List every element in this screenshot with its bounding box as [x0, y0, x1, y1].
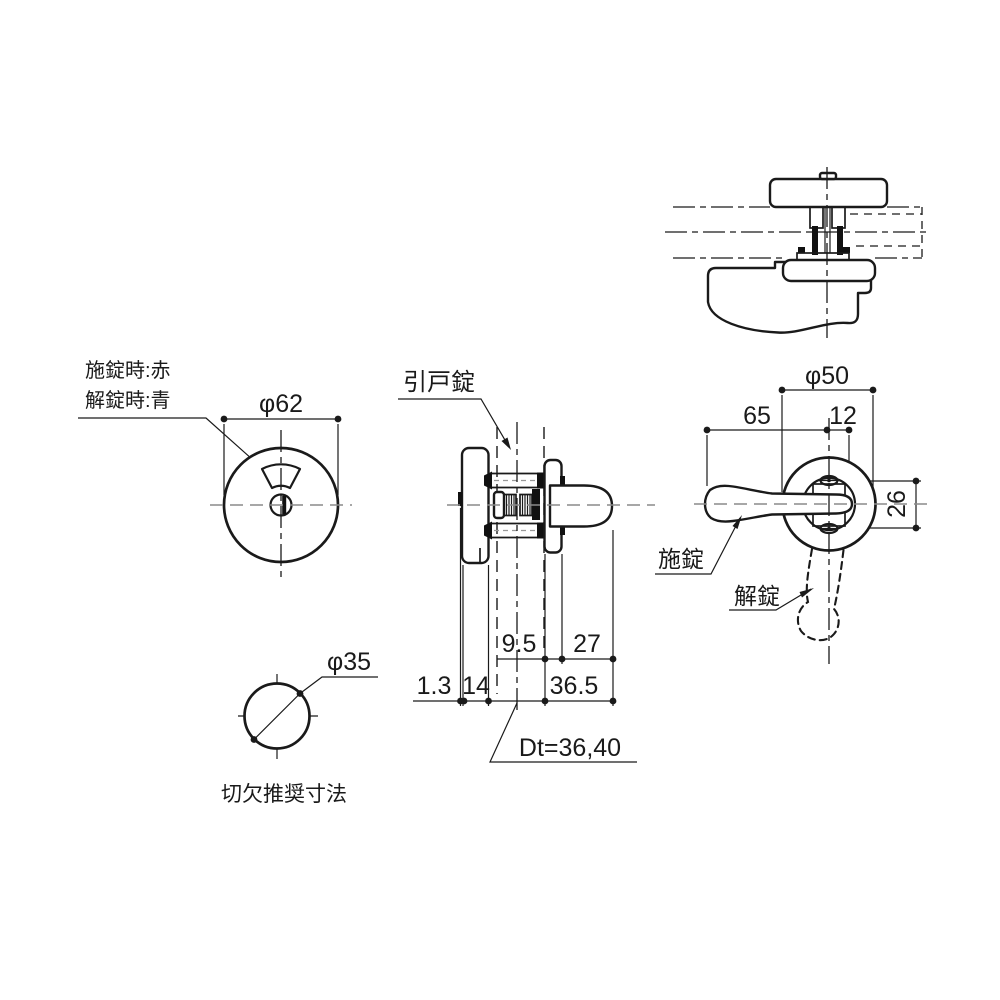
indicator-front-view: 施錠時:赤 解錠時:青 φ62 — [78, 359, 352, 582]
fixing-screw-top — [484, 471, 545, 490]
dim-27-label: 27 — [573, 630, 601, 658]
dim-1-3-label: 1.3 — [417, 672, 452, 700]
dim-phi50-extension-lines — [781, 395, 874, 492]
dim-phi62-extension-lines — [223, 424, 339, 495]
spindle-flange — [796, 252, 850, 261]
dim-dot — [609, 697, 617, 705]
dim-phi62-label: φ62 — [259, 390, 303, 418]
dim-dot — [460, 697, 468, 705]
label-unlocked-arrow — [799, 588, 814, 598]
dim-dot — [845, 426, 853, 434]
indicator-window-bump — [818, 171, 838, 181]
hub-nub-top — [560, 476, 565, 485]
dim-dot — [541, 697, 549, 705]
door-thickness-leader — [489, 702, 637, 763]
dim-dot — [778, 386, 786, 394]
rose-top-outline — [781, 258, 877, 283]
dim-14-label: 14 — [462, 672, 490, 700]
dim-dot — [558, 655, 566, 663]
part-label-arrow — [501, 437, 511, 450]
dim-36-5-label: 36.5 — [550, 672, 599, 700]
indicator-plate-top-outline — [768, 177, 889, 209]
dim-dot — [250, 736, 258, 743]
dim-door-thickness-label: Dt=36,40 — [519, 734, 621, 762]
indicator-window-side — [458, 492, 463, 506]
screw-shaft-right — [837, 226, 843, 255]
dim-dot — [869, 386, 877, 394]
diameter-line — [253, 693, 301, 740]
dim-phi35-leader — [299, 676, 378, 694]
lever-front-view: φ50 65 12 26 — [655, 362, 929, 664]
flange-nub-right — [843, 247, 850, 253]
note-unlocked-blue: 解錠時:青 — [85, 389, 171, 412]
note-locked-red: 施錠時:赤 — [85, 359, 171, 382]
note-leader-line — [78, 417, 263, 469]
lever-handle-unlocked-phantom — [796, 547, 845, 642]
dim-dot — [541, 655, 549, 663]
dim-dot — [334, 415, 342, 423]
label-locked-arrow — [732, 515, 742, 529]
dim-12-label: 12 — [829, 402, 857, 430]
screw-shaft-left — [812, 226, 818, 255]
part-label-leader — [398, 398, 510, 448]
dim-phi50-label: φ50 — [805, 362, 849, 390]
cutout-caption: 切欠推奨寸法 — [221, 783, 347, 806]
indicator-window-wedge — [260, 463, 302, 490]
dim-dot — [912, 477, 920, 485]
label-unlocked-leader — [729, 588, 812, 611]
label-unlocked: 解錠 — [734, 583, 780, 609]
cutout-view: φ35 切欠推奨寸法 — [221, 648, 378, 806]
dim-65-label: 65 — [743, 402, 771, 430]
label-locked: 施錠 — [658, 546, 704, 572]
flange-nub-left — [798, 247, 805, 253]
dim-dot — [912, 524, 920, 532]
label-locked-leader — [655, 517, 741, 575]
dim-dot — [485, 697, 492, 705]
section-view: 引戸錠 — [398, 369, 655, 763]
fixing-screw-bottom — [484, 521, 545, 540]
dim-dot — [703, 426, 711, 434]
dim-dot — [220, 415, 228, 423]
hub-nub-bottom — [560, 526, 565, 535]
extension-lines — [459, 508, 614, 706]
top-view — [665, 167, 930, 338]
spindle-slot — [282, 495, 287, 515]
dim-dot — [609, 655, 617, 663]
spindle-lines — [824, 207, 831, 253]
part-label-sliding-door-lock: 引戸錠 — [403, 369, 475, 396]
dim-9-5-label: 9.5 — [502, 630, 537, 658]
dim-phi35-label: φ35 — [327, 648, 371, 676]
screw-boss-left — [809, 206, 824, 229]
screw-boss-right — [831, 206, 846, 229]
thumbturn-knob — [548, 484, 614, 528]
